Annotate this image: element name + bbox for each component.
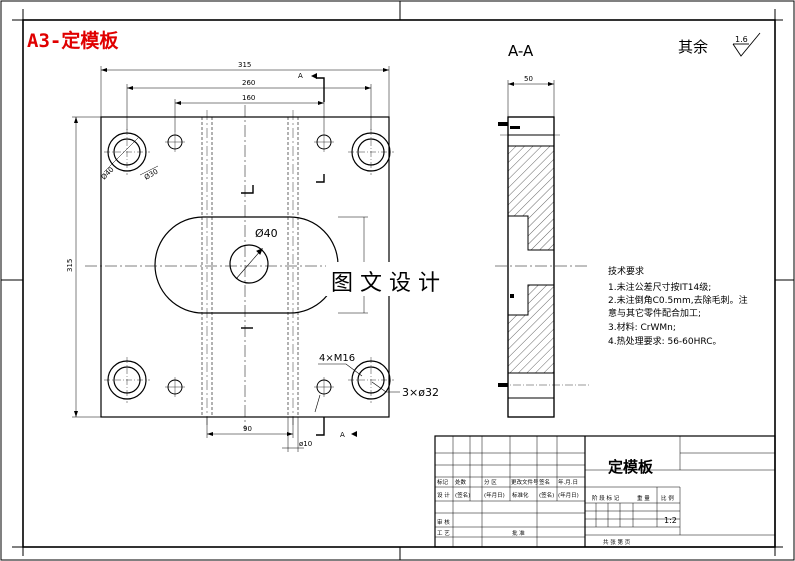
tech-req-item-2: 2.未注倒角C0.5mm,去除毛刺。注 — [608, 294, 748, 306]
front-view — [85, 77, 405, 436]
tb-scale-label: 比 例 — [661, 494, 674, 502]
dim-slot-width: ø10 — [299, 440, 312, 448]
dim-bore-d1: Ø40 — [100, 166, 116, 182]
section-view — [495, 80, 590, 418]
tb-rev-2: 处数 — [455, 478, 467, 486]
tech-req-item-1: 1.未注公差尺寸按IT14级; — [608, 281, 711, 293]
dim-slot-pitch: 90 — [243, 425, 252, 433]
roughness-value: 1.6 — [735, 35, 748, 44]
tb-sign-2: (签名) — [455, 491, 470, 499]
tb-sign-1: 设 计 — [437, 491, 450, 499]
tb-approve: 批 准 — [512, 529, 525, 537]
tb-rev-3: 分 区 — [484, 478, 497, 486]
obround-pocket — [154, 216, 339, 314]
dim-overall-height: 315 — [66, 259, 74, 272]
tech-requirements: 技术要求 1.未注公差尺寸按IT14级; 2.未注倒角C0.5mm,去除毛刺。注… — [608, 265, 748, 347]
surface-note: 其余 — [678, 38, 708, 56]
tb-rev-1: 标记 — [437, 478, 449, 486]
threaded-holes — [167, 134, 332, 395]
section-marker-top: A — [298, 72, 317, 80]
tb-sheet: 共 张 第 页 — [603, 538, 631, 546]
tb-stage: 阶 段 标 记 — [592, 494, 620, 502]
tb-rev-5: 签名 — [539, 478, 550, 486]
watermark: 图 文 设 计 — [331, 271, 440, 296]
tb-weight: 重 量 — [637, 494, 650, 502]
tb-sign-3: (年月日) — [484, 491, 505, 499]
svg-text:A: A — [298, 72, 303, 80]
tech-req-title: 技术要求 — [608, 265, 644, 277]
section-marker-bottom: A — [340, 431, 357, 439]
title-block — [434, 435, 776, 548]
tech-req-item-4: 3.材料: CrWMn; — [608, 321, 676, 333]
dim-hole-pitch-wide: 260 — [242, 79, 255, 87]
tb-sign-4: 标准化 — [512, 491, 529, 499]
bore-callout: 3×ø32 — [402, 386, 439, 399]
thread-callout: 4×M16 — [319, 353, 355, 364]
tb-sign-6: (年月日) — [558, 491, 579, 499]
roughness-symbol — [732, 32, 761, 57]
center-hole — [229, 244, 269, 284]
dim-bore-d2: Ø30 — [143, 168, 159, 182]
tb-rev-6: 年.月.日 — [558, 478, 578, 486]
tb-sign-5: (签名) — [539, 491, 554, 499]
dim-thickness: 50 — [524, 75, 533, 83]
dimension-arrows — [74, 68, 389, 436]
front-dimensions — [72, 66, 390, 452]
tech-req-item-5: 4.热处理要求: 56-60HRC。 — [608, 335, 722, 347]
tech-req-item-3: 意与其它零件配合加工; — [608, 307, 701, 319]
tb-review: 审 核 — [437, 518, 450, 526]
section-title: A-A — [508, 42, 534, 60]
dim-hole-pitch-narrow: 160 — [242, 94, 255, 102]
dim-overall-width: 315 — [238, 61, 251, 69]
scale-value: 1:2 — [664, 516, 677, 525]
dim-center-dia: Ø40 — [255, 227, 278, 240]
tb-process: 工 艺 — [437, 530, 450, 537]
part-name: 定模板 — [608, 458, 654, 476]
sheet-label: A3-定模板 — [27, 29, 119, 52]
tb-rev-4: 更改文件号 — [511, 478, 539, 486]
svg-text:A: A — [340, 431, 345, 439]
